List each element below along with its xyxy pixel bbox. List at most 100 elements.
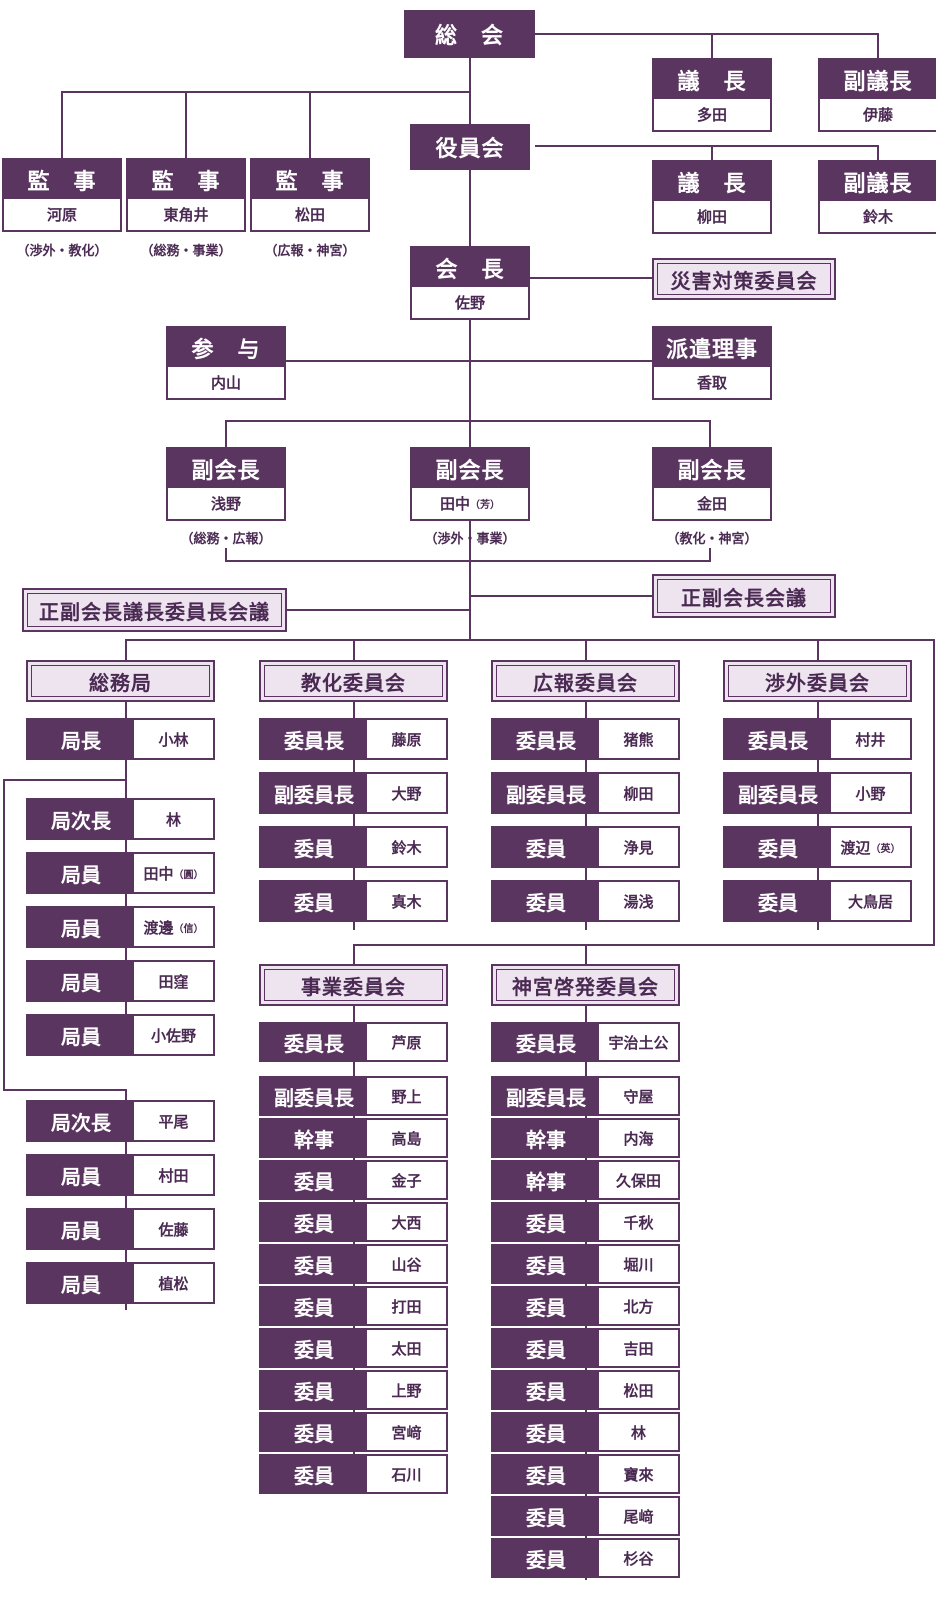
member-role: 副委員長 [261,1078,367,1114]
member-name-text: 藤原 [391,730,422,749]
member-row: 副委員長守屋 [491,1076,680,1116]
auditor-duty: （総務・事業） [140,244,232,259]
name-label: 佐野 [454,294,485,312]
member-row: 委員長 藤原 [259,718,448,760]
member-row: 委員宮﨑 [259,1412,448,1452]
member-name: 小野 [831,774,910,812]
member-role: 委員 [493,1498,599,1534]
disaster-committee-box: 災害対策委員会 [652,258,836,300]
role-label: 議 長 [654,60,770,99]
member-name-text: 吉田 [623,1339,654,1358]
jinguu-header: 神宮啓発委員会 [491,964,680,1006]
auditor-duty: （渉外・教化） [16,244,108,259]
member-name: 野上 [367,1078,446,1114]
member-name-text: 杉谷 [623,1549,654,1568]
member-role: 副委員長 [261,774,367,812]
member-name: 久保田 [599,1162,678,1198]
member-role: 局員 [28,1156,134,1194]
member-name: 太田 [367,1330,446,1366]
member-name: 村田 [134,1156,213,1194]
member-row: 局次長林 [26,798,215,840]
member-role: 委員長 [725,720,831,758]
member-name: 植松 [134,1264,213,1302]
member-name-text: 石川 [391,1465,422,1484]
member-role: 副委員長 [725,774,831,812]
meeting-all-label: 正副会長議長委員長会議 [39,599,270,624]
soukai-box: 総 会 [404,10,535,58]
member-name: 村井 [831,720,910,758]
member-name: 千秋 [599,1204,678,1240]
member-row: 副委員長 野上 [259,1076,448,1116]
member-row: 委員堀川 [491,1244,680,1284]
member-role: 委員 [261,1204,367,1240]
member-role: 委員 [261,1456,367,1492]
member-name-text: 千秋 [623,1213,654,1232]
member-row: 委員北方 [491,1286,680,1326]
member-role: 幹事 [493,1120,599,1156]
member-name: 田窪 [134,962,213,1000]
member-name-text: 林 [630,1423,646,1442]
member-name: 内海 [599,1120,678,1156]
member-role: 局次長 [28,1102,134,1140]
member-role: 委員 [493,1456,599,1492]
member-name: 寶來 [599,1456,678,1492]
member-role: 委員 [493,1414,599,1450]
name-label: 香取 [696,374,727,392]
vice-president-box: 副会長 浅野 [166,447,286,521]
member-name-text: 野上 [391,1087,422,1106]
member-name-text: 上野 [391,1381,422,1400]
member-name-text: 猪熊 [623,730,654,749]
vice-president-duty: （教化・神宮） [666,532,758,547]
member-row: 委員 湯浅 [491,880,680,922]
member-name-suffix: （信） [173,923,204,935]
vice-president-box: 副会長 金田 [652,447,772,521]
counselor-box: 参 与 内山 [166,326,286,400]
member-name: 平尾 [134,1102,213,1140]
member-row: 幹事久保田 [491,1160,680,1200]
member-row: 幹事高島 [259,1118,448,1158]
name-label: 東角井 [163,206,209,224]
member-row: 委員 石川 [259,1454,448,1494]
member-role: 局長 [28,720,134,758]
member-name: 小佐野 [134,1016,213,1054]
member-name: 上野 [367,1372,446,1408]
member-name-text: 植松 [158,1274,189,1293]
member-name: 芦原 [367,1024,446,1060]
member-row: 委員尾﨑 [491,1496,680,1536]
dept-title: 教化委員会 [301,670,406,695]
member-name-text: 佐藤 [158,1220,189,1239]
member-name: 打田 [367,1288,446,1324]
member-role: 委員 [261,1330,367,1366]
member-name: 守屋 [599,1078,678,1114]
member-role: 副委員長 [493,774,599,812]
member-role: 委員 [493,1204,599,1240]
member-name: 佐藤 [134,1210,213,1248]
member-row: 委員 林 [491,1412,680,1452]
member-row: 委員吉田 [491,1328,680,1368]
name-label: 伊藤 [862,106,893,124]
auditor-box: 監 事 東角井 [126,158,246,232]
name-label: 田中（芳） [439,495,500,513]
member-row: 幹事内海 [491,1118,680,1158]
member-role: 幹事 [493,1162,599,1198]
member-row: 局員渡邊（信） [26,906,215,948]
member-row: 委員長芦原 [259,1022,448,1062]
member-role: 委員 [493,882,599,920]
member-name-suffix: （英） [870,843,901,855]
member-row: 委員太田 [259,1328,448,1368]
dispatch-box: 派遣理事 香取 [652,326,772,400]
member-name-text: 湯浅 [623,892,654,911]
meeting-vp-label: 正副会長会議 [681,585,807,610]
role-label: 監 事 [128,160,244,199]
member-name-text: 真木 [391,892,422,911]
member-role: 委員長 [261,720,367,758]
auditor-box: 監 事 河原 [2,158,122,232]
member-name-text: 浄見 [623,838,654,857]
role-label: 副会長 [412,449,528,488]
member-row: 委員打田 [259,1286,448,1326]
member-name-text: 小林 [158,730,189,749]
member-role: 委員 [493,1246,599,1282]
member-name: 真木 [367,882,446,920]
member-role: 委員 [493,1372,599,1408]
member-name-text: 北方 [623,1297,654,1316]
